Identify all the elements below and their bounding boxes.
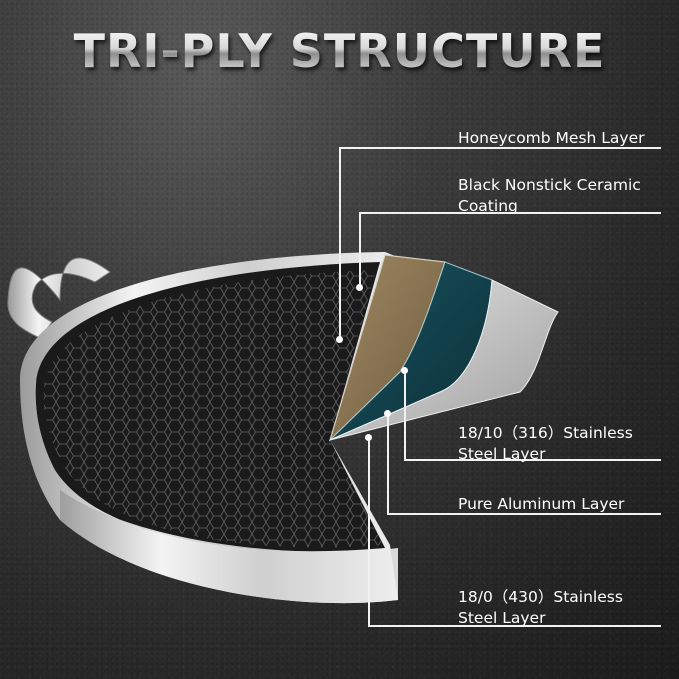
leader-line-honeycomb <box>339 147 661 149</box>
pointer-dot-ceramic <box>356 284 363 291</box>
label-line: Coating <box>458 197 518 215</box>
leader-line-steel-430 <box>368 437 370 626</box>
label-18-0-430-stainless-steel-layer: 18/0（430）Stainless Steel Layer <box>458 587 623 629</box>
label-honeycomb-mesh-layer: Honeycomb Mesh Layer <box>458 128 645 149</box>
pointer-dot-aluminum <box>384 410 391 417</box>
pointer-dot-steel-430 <box>365 434 372 441</box>
pointer-dot-honeycomb <box>336 336 343 343</box>
leader-line-honeycomb <box>339 147 341 339</box>
label-line: Pure Aluminum Layer <box>458 495 625 513</box>
label-line: Honeycomb Mesh Layer <box>458 129 645 147</box>
label-line: Steel Layer <box>458 445 546 463</box>
leader-line-aluminum <box>387 513 661 515</box>
label-line: Steel Layer <box>458 609 546 627</box>
leader-line-steel-316 <box>404 370 406 460</box>
leader-line-steel-430 <box>368 625 661 627</box>
leader-line-ceramic <box>359 212 661 214</box>
label-line: 18/0（430）Stainless <box>458 588 623 606</box>
label-pure-aluminum-layer: Pure Aluminum Layer <box>458 494 624 515</box>
label-line: Black Nonstick Ceramic <box>458 176 641 194</box>
label-18-10-316-stainless-steel-layer: 18/10（316）Stainless Steel Layer <box>458 423 633 465</box>
pointer-dot-steel-316 <box>401 367 408 374</box>
page-title: TRI-PLY STRUCTURE <box>0 24 679 78</box>
leader-line-ceramic <box>359 212 361 288</box>
leader-line-steel-316 <box>404 459 661 461</box>
leader-line-aluminum <box>387 413 389 514</box>
label-black-nonstick-ceramic-coating: Black Nonstick Ceramic Coating <box>458 175 641 217</box>
label-line: 18/10（316）Stainless <box>458 424 633 442</box>
